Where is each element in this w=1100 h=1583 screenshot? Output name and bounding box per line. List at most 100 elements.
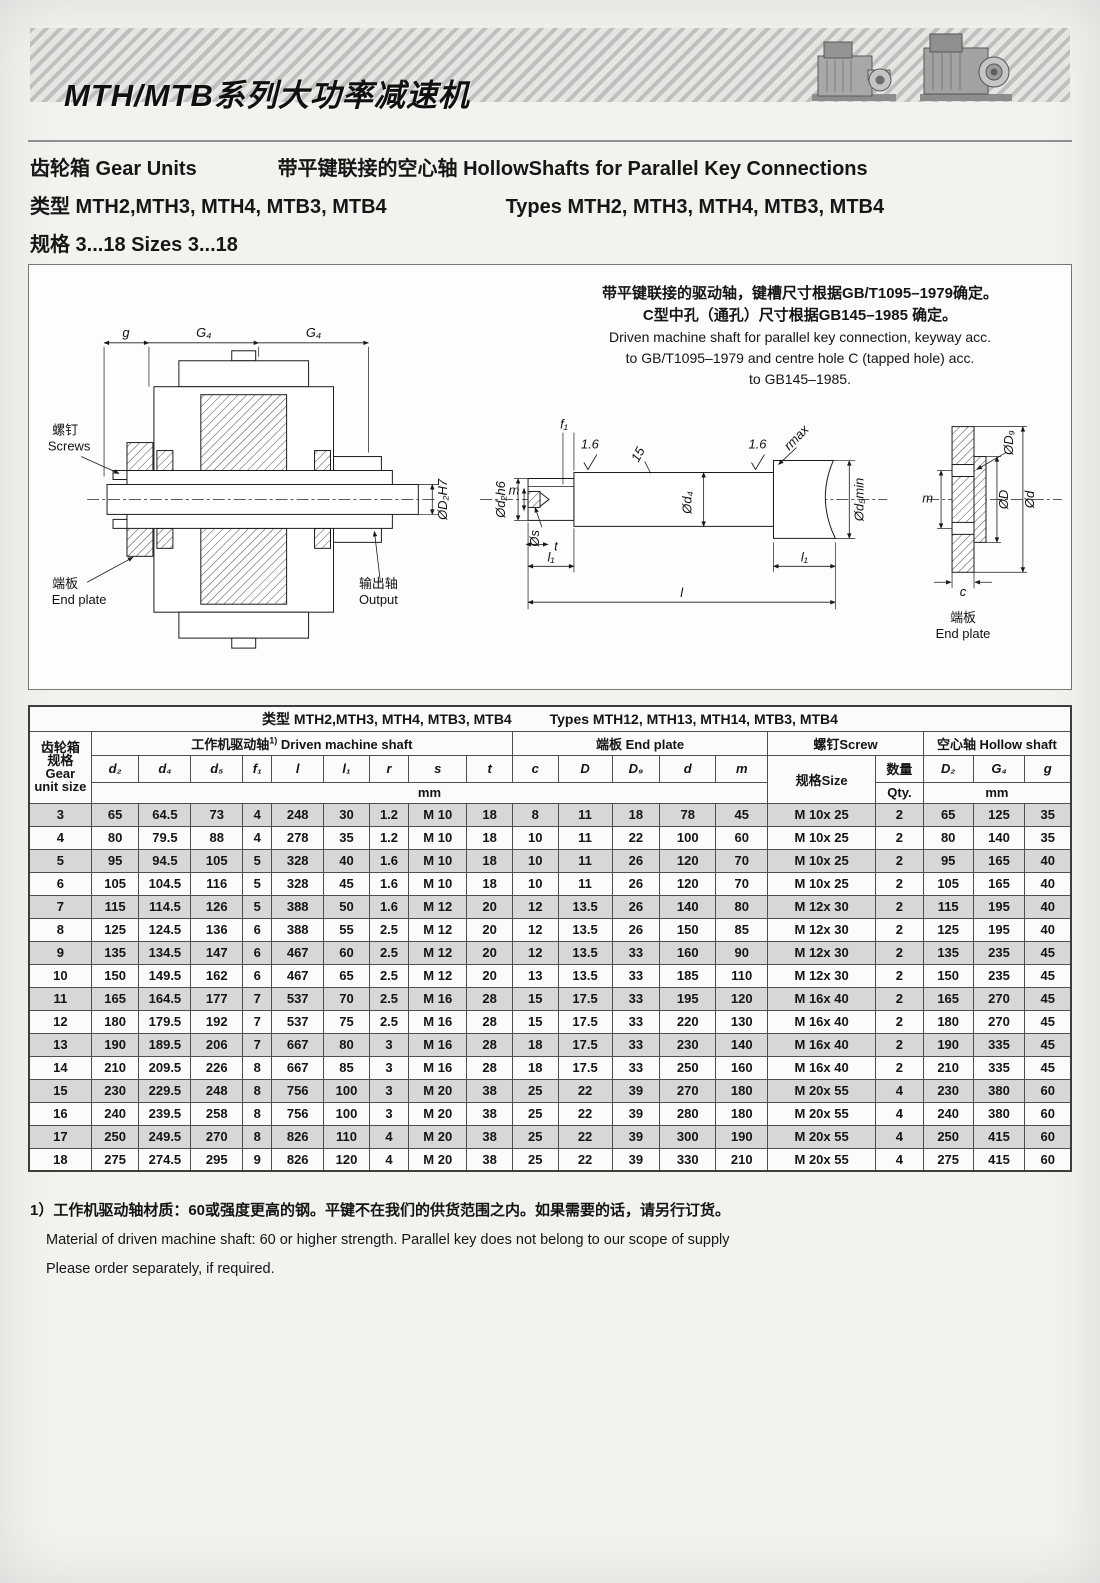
table-cell: M 12x 30 [767, 940, 877, 965]
table-cell: 4 [368, 1147, 410, 1172]
table-cell: 18 [511, 1032, 559, 1057]
gear-reducer-photo-small [812, 41, 896, 101]
table-cell: 22 [557, 1147, 613, 1172]
note-line: to GB145–1985. [749, 371, 851, 387]
table-cell: 25 [511, 1101, 559, 1126]
table-cell: 38 [466, 1147, 513, 1172]
page-title: MTH/MTB系列大功率减速机 [64, 78, 470, 113]
table-cell: 104.5 [138, 871, 192, 896]
table-cell: 1.6 [368, 848, 410, 873]
dim-D-label: ØD [996, 490, 1011, 510]
table-cell: 2 [875, 848, 924, 873]
intro-hollow-shafts: 带平键联接的空心轴 HollowShafts for Parallel Key … [277, 158, 868, 180]
table-cell: 33 [611, 1032, 661, 1057]
table-caption-en: Types MTH12, MTH13, MTH14, MTB3, MTB4 [549, 710, 838, 727]
driven-shaft-footnote-ref: 1) [269, 735, 278, 746]
note-line: to GB/T1095–1979 and centre hole C (tapp… [625, 350, 975, 366]
table-cell: 15 [511, 1009, 559, 1034]
col-header-l1: l₁ [323, 754, 370, 783]
table-cell: 70 [323, 986, 370, 1011]
table-cell: 189.5 [138, 1032, 192, 1057]
table-cell: M 10x 25 [767, 825, 877, 850]
dim-g4-right-label: G₄ [306, 325, 321, 340]
table-cell: 2.5 [368, 1009, 410, 1034]
group-header-driven-shaft: 工作机驱动轴1) Driven machine shaft [90, 730, 513, 756]
table-cell: 164.5 [138, 986, 192, 1011]
table-cell: 1.6 [368, 871, 410, 896]
table-cell: 388 [271, 894, 325, 919]
table-cell: 17.5 [557, 1009, 613, 1034]
table-cell: 235 [972, 940, 1026, 965]
table-cell: M 10 [408, 802, 468, 827]
table-cell: 210 [90, 1055, 140, 1080]
table-cell: 135 [90, 940, 140, 965]
table-cell: 135 [922, 940, 974, 965]
table-cell: 2 [875, 940, 924, 965]
table-cell: 18 [466, 848, 513, 873]
table-cell: 100 [323, 1101, 370, 1126]
table-cell: 160 [715, 1055, 769, 1080]
dim-d5min-label: Ød₅min [851, 478, 866, 522]
table-cell: M 16x 40 [767, 1055, 877, 1080]
table-cell: 230 [90, 1078, 140, 1103]
table-cell: 35 [1024, 802, 1072, 827]
table-cell: 65 [922, 802, 974, 827]
table-cell: 125 [90, 917, 140, 942]
gear-size-cell: 9 [28, 940, 92, 965]
gear-size-cell: 5 [28, 848, 92, 873]
table-cell: 8 [242, 1078, 273, 1103]
gear-size-cell: 18 [28, 1147, 92, 1172]
table-cell: 17.5 [557, 1055, 613, 1080]
table-cell: 278 [271, 825, 325, 850]
gear-size-cell: 10 [28, 963, 92, 988]
table-cell: 95 [90, 848, 140, 873]
col-header-D2: D₂ [922, 754, 974, 783]
table-cell: 5 [242, 894, 273, 919]
col-header-d4: d₄ [138, 754, 192, 783]
table-cell: 80 [922, 825, 974, 850]
finish-left-label: 1.6 [581, 437, 600, 452]
technical-drawing-panel: g G₄ G₄ 螺钉 Screws 端板 End plate 输出轴 Outpu… [28, 264, 1072, 690]
table-cell: M 12 [408, 894, 468, 919]
table-cell: 22 [611, 825, 661, 850]
col-header-t: t [466, 754, 513, 783]
intro-gear-units: 齿轮箱 Gear Units [30, 158, 197, 180]
table-cell: 2.5 [368, 940, 410, 965]
footnote-en-2: Please order separately, if required. [46, 1261, 275, 1277]
gear-size-cell: 12 [28, 1009, 92, 1034]
table-cell: 2 [875, 825, 924, 850]
table-cell: 45 [1024, 1032, 1072, 1057]
dim-g-label: g [122, 325, 130, 340]
table-cell: M 20 [408, 1101, 468, 1126]
table-cell: M 10 [408, 871, 468, 896]
intro-titles: 齿轮箱 Gear Units 带平键联接的空心轴 HollowShafts fo… [30, 150, 1070, 264]
table-cell: 150 [922, 963, 974, 988]
table-cell: 12 [511, 894, 559, 919]
note-line: 带平键联接的驱动轴，键槽尺寸根据GB/T1095–1979确定。 [602, 285, 998, 302]
table-cell: 20 [466, 894, 513, 919]
table-cell: 64.5 [138, 802, 192, 827]
table-cell: 6 [242, 963, 273, 988]
table-cell: 3 [368, 1055, 410, 1080]
table-cell: 28 [466, 986, 513, 1011]
table-cell: 45 [323, 871, 370, 896]
table-cell: 39 [611, 1124, 661, 1149]
table-cell: M 12x 30 [767, 917, 877, 942]
table-cell: 380 [972, 1078, 1026, 1103]
table-cell: 130 [715, 1009, 769, 1034]
gear-size-cell: 13 [28, 1032, 92, 1057]
dim-m-shaft-label: m [509, 482, 520, 497]
table-cell: 4 [242, 802, 273, 827]
table-cell: 826 [271, 1124, 325, 1149]
table-cell: 105 [190, 848, 244, 873]
table-cell: 10 [511, 871, 559, 896]
dim-f1-label: f₁ [560, 417, 568, 432]
table-cell: M 20 [408, 1078, 468, 1103]
table-cell: 388 [271, 917, 325, 942]
table-cell: 25 [511, 1147, 559, 1172]
table-cell: 2.5 [368, 986, 410, 1011]
table-cell: 192 [190, 1009, 244, 1034]
